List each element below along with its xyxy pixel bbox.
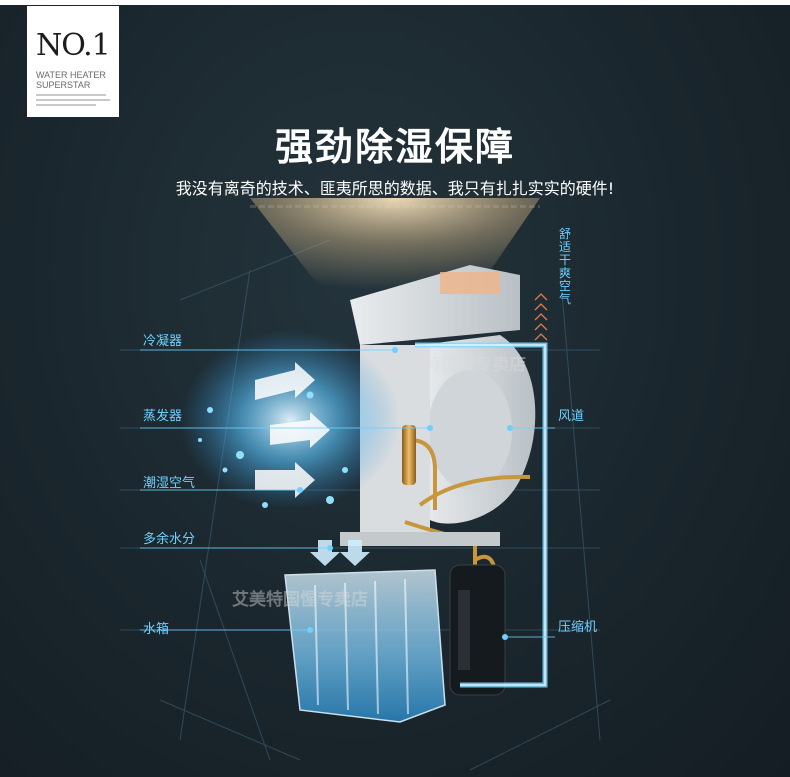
dry-air-arrows: [534, 293, 548, 341]
callout-dots: [297, 347, 513, 640]
badge-subtitle-line1: WATER HEATER: [36, 70, 106, 80]
headline-title: 强劲除湿保障: [274, 125, 515, 169]
badge-fine-print: [36, 99, 110, 101]
base-plate: [340, 532, 500, 546]
housing-accent: [440, 272, 500, 294]
label-condenser: 冷凝器: [143, 334, 183, 349]
humid-air-mist: [180, 330, 400, 510]
label-evaporator: 蒸发器: [143, 409, 183, 424]
no1-badge: NO.1 WATER HEATER SUPERSTAR: [27, 6, 119, 117]
store-watermark: 艾美特国惺专卖店: [390, 355, 526, 375]
callout-lines: [140, 349, 555, 638]
label-compressor: 压缩机: [558, 620, 598, 635]
filter-drier: [402, 425, 416, 485]
badge-number: NO.1: [36, 28, 111, 63]
label-air-duct: 风道: [558, 409, 585, 424]
badge-fine-print: [36, 104, 96, 106]
badge-subtitle-line2: SUPERSTAR: [36, 80, 91, 90]
label-excess-water: 多余水分: [143, 532, 196, 547]
store-watermark: 艾美特国惺专卖店: [232, 590, 368, 610]
compressor-highlight: [458, 590, 470, 670]
label-humid-air: 潮湿空气: [143, 476, 196, 491]
label-dry-air: 舒适干爽空气: [558, 227, 571, 306]
badge-fine-print: [36, 94, 106, 96]
top-border: [0, 0, 790, 5]
excess-water-arrows: [310, 540, 370, 566]
fan-wheel: [428, 370, 512, 490]
water-droplets: [198, 391, 348, 508]
label-water-tank: 水箱: [143, 622, 170, 637]
tank-ribs: [314, 578, 409, 715]
badge-subtitle: WATER HEATER SUPERSTAR: [36, 70, 116, 90]
headline-subtitle: 我没有离奇的技术、匪夷所思的数据、我只有扎扎实实的硬件!: [175, 179, 615, 198]
